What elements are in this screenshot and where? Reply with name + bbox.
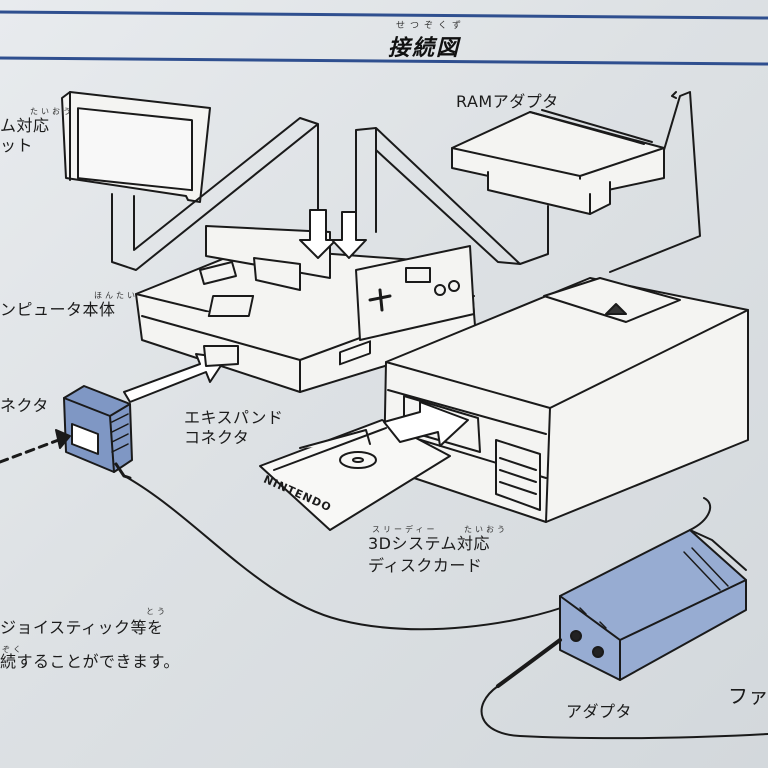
note-ruby-b: ぞく (2, 645, 24, 654)
flow-band-ram (355, 127, 549, 265)
flow-band-cartridge (111, 117, 319, 271)
cable-adapter-to-drive (689, 497, 712, 531)
ram-adapter-label: RAMアダプタ (456, 92, 559, 111)
disk-label-ruby-b: たいおう (464, 525, 508, 534)
disk-insert-arrow (383, 401, 469, 447)
note-line2: 続することができます。 (0, 652, 180, 671)
dashed-arrow-head (55, 429, 71, 449)
drive-eject-arrow (605, 303, 627, 315)
disk-card (259, 340, 451, 531)
disk-label-line2: ディスクカード (368, 556, 483, 575)
cable-ram-to-drive (609, 91, 701, 273)
adapter-plug (496, 638, 562, 688)
connector-label: ネクタ (0, 396, 49, 415)
cartridge-label-line1: ム対応 (0, 116, 50, 135)
famicom-label-partial: ファ (728, 684, 768, 708)
cartridge-label-line2: ット (0, 136, 34, 155)
expand-port (203, 345, 239, 367)
expand-connector-label-line2: コネクタ (184, 428, 250, 447)
main-unit-label-ruby: ほんたい (94, 291, 138, 300)
adapter-box (559, 529, 747, 681)
header-rules (0, 10, 768, 66)
game-cartridge (61, 91, 211, 203)
dashed-input-arrow (0, 436, 66, 464)
title-reading: せつぞくず (396, 21, 467, 31)
page-title: 接続図 (388, 36, 461, 61)
cartridge-label-ruby: たいおう (30, 107, 74, 116)
expand-arrow (123, 353, 227, 403)
main-unit-label: ンピュータ本体 (0, 300, 116, 319)
expand-connector-label-line1: エキスパンド (184, 408, 284, 427)
disk-label-ruby-a: スリーディー (372, 525, 438, 534)
cable-connector-to-adapter (127, 477, 573, 631)
disk-label-line1: 3Dシステム対応 (368, 534, 491, 553)
insert-arrows (299, 209, 367, 259)
note-ruby-a: とう (146, 607, 168, 616)
plug-cable (480, 685, 768, 740)
adapter-label: アダプタ (566, 702, 633, 721)
note-line1: ジョイスティック等を (0, 618, 164, 637)
ram-adapter (451, 109, 665, 215)
expand-connector-device (63, 385, 133, 473)
